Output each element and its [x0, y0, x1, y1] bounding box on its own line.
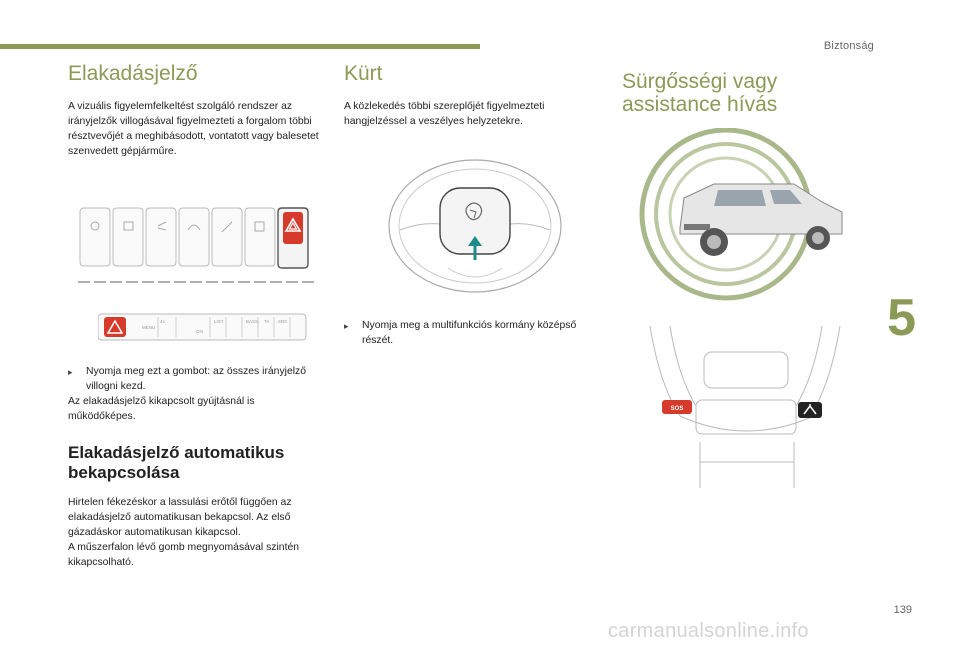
top-accent-bar — [0, 44, 480, 49]
emergency-title: Sürgősségi vagy assistance hívás — [622, 70, 778, 116]
hazard-column: Elakadásjelző A vizuális figyelemfelkelt… — [68, 62, 323, 159]
auto-hazard-text-1: Hirtelen fékezéskor a lassulási erőtől f… — [68, 497, 292, 538]
connected-car-illustration — [639, 128, 843, 301]
horn-column: Kürt A közlekedés többi szereplőjét figy… — [344, 62, 584, 129]
hazard-instructions: ▸ Nyomja meg ezt a gombot: az összes irá… — [68, 364, 323, 424]
horn-bullet-text: Nyomja meg a multifunkciós kormány közép… — [362, 320, 577, 346]
horn-intro: A közlekedés többi szereplőjét figyelmez… — [344, 101, 545, 127]
bullet-icon: ▸ — [68, 367, 73, 377]
strip-label-ta: TA — [264, 319, 269, 324]
hazard-switch — [277, 207, 309, 269]
hazard-intro: A vizuális figyelemfelkeltést szolgáló r… — [68, 101, 319, 157]
strip-label-list: LIST — [214, 319, 224, 324]
strip-label-src: SRC — [278, 319, 288, 324]
emergency-column: Sürgősségi vagy assistance hívás — [622, 70, 862, 130]
horn-instructions: ▸ Nyomja meg a multifunkciós kormány köz… — [344, 318, 584, 348]
assistance-button — [798, 402, 822, 418]
sos-label: SOS — [671, 406, 684, 412]
horn-bullet: ▸ Nyomja meg a multifunkciós kormány köz… — [344, 318, 584, 348]
section-name: Biztonság — [823, 40, 874, 52]
strip-label-bass: BASS — [246, 319, 258, 324]
peugeot-lion-icon — [465, 202, 483, 221]
steering-wheel-illustration — [388, 159, 562, 293]
bullet-icon: ▸ — [344, 321, 349, 331]
strip-label-menu: MENU — [142, 325, 155, 330]
strip-label-4x: 4x — [160, 319, 166, 324]
hazard-title: Elakadásjelző — [68, 62, 198, 85]
hazard-bullet: ▸ Nyomja meg ezt a gombot: az összes irá… — [68, 364, 323, 394]
hazard-bullet-text: Nyomja meg ezt a gombot: az összes irány… — [86, 366, 307, 392]
horn-arrow-icon — [468, 236, 482, 260]
auto-hazard-section: Elakadásjelző automatikus bekapcsolása H… — [68, 443, 323, 570]
watermark: carmanualsonline.info — [608, 620, 809, 642]
page-number: 139 — [893, 604, 912, 616]
auto-hazard-text-2: A műszerfalon lévő gomb megnyomásával sz… — [68, 542, 300, 568]
horn-title: Kürt — [344, 62, 383, 85]
control-strip-illustration: MENU 4x ON LIST BASS TA SRC — [98, 313, 307, 341]
suv-icon — [679, 183, 843, 256]
sos-button: SOS — [662, 400, 692, 414]
strip-label-on: ON — [196, 329, 203, 334]
hazard-note: Az elakadásjelző kikapcsolt gyújtásnál i… — [68, 396, 255, 422]
chapter-number: 5 — [887, 289, 916, 347]
auto-hazard-title: Elakadásjelző automatikus bekapcsolása — [68, 443, 285, 482]
roof-console-illustration: SOS — [649, 325, 841, 488]
console-switches-illustration — [78, 207, 314, 283]
